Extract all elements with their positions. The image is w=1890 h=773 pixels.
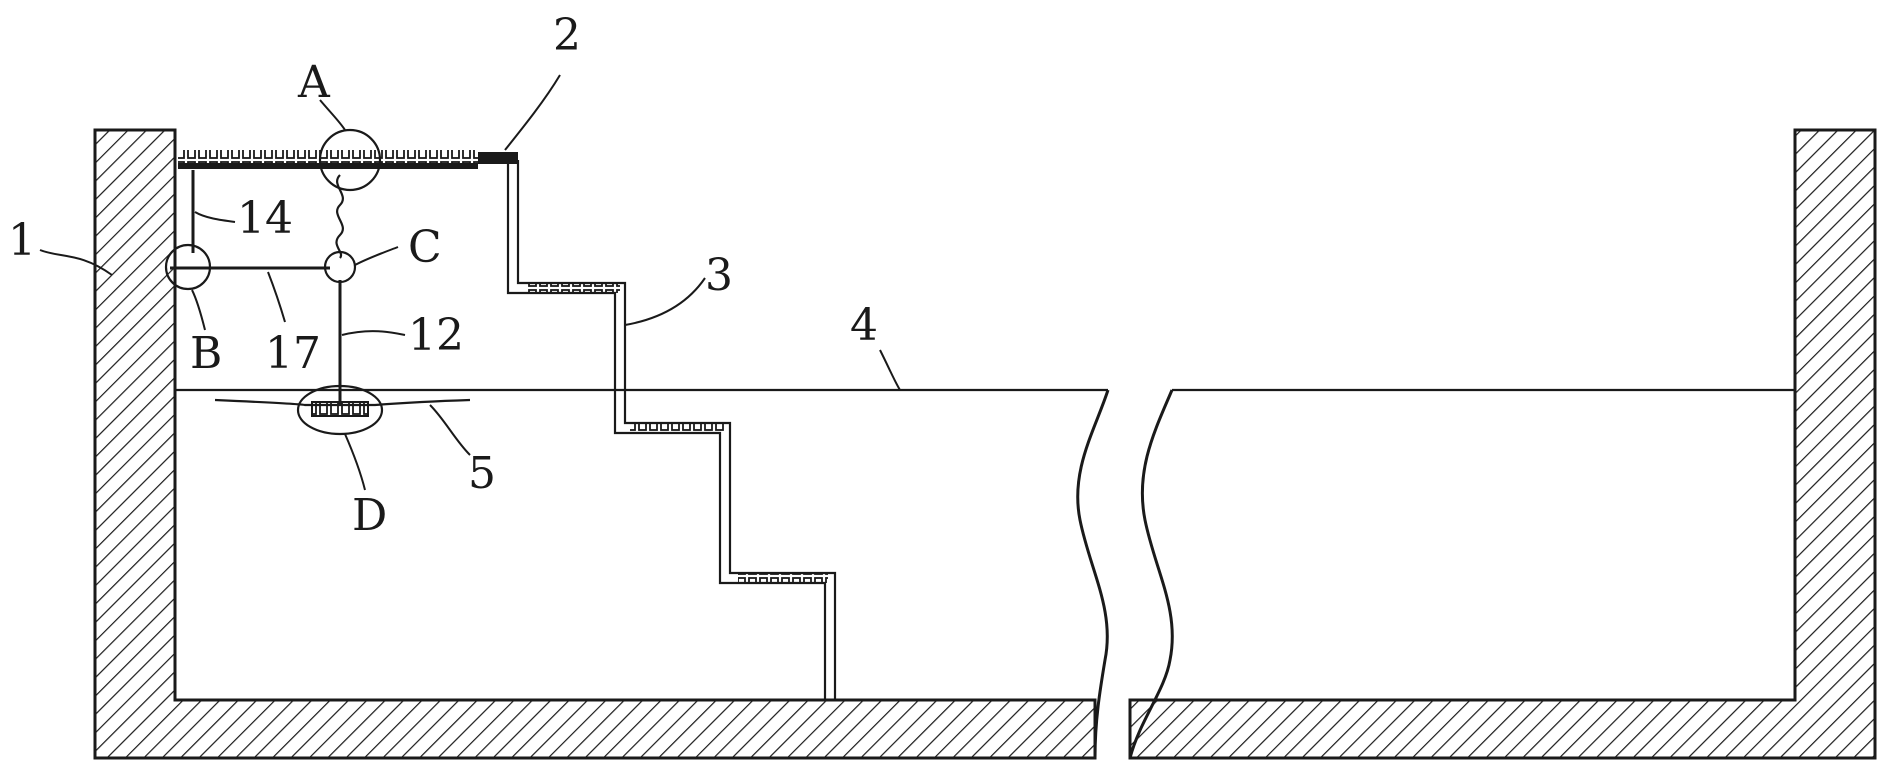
step-tread-1 — [528, 283, 620, 293]
pool-wall — [95, 130, 1875, 758]
label-12: 12 — [408, 310, 464, 361]
leader-17 — [268, 272, 285, 322]
label-A: A — [297, 57, 331, 108]
leader-D — [345, 434, 365, 490]
label-4: 4 — [850, 300, 878, 351]
label-17: 17 — [265, 328, 321, 379]
label-1: 1 — [8, 215, 36, 266]
label-C: C — [408, 222, 442, 273]
leader-4 — [880, 350, 900, 390]
leader-C — [355, 247, 398, 265]
pool-wall-right-section — [1130, 130, 1875, 758]
float-body — [312, 402, 368, 416]
step-tread-2 — [630, 423, 725, 433]
leader-3 — [625, 278, 705, 325]
label-D: D — [352, 490, 387, 541]
label-14: 14 — [237, 193, 293, 244]
leader-14 — [195, 212, 235, 222]
label-2: 2 — [553, 10, 581, 61]
leader-12 — [342, 331, 405, 335]
label-5: 5 — [468, 448, 496, 499]
stepped-ramp — [508, 160, 835, 700]
leader-2 — [505, 75, 560, 150]
step-tread-3 — [738, 573, 828, 583]
leader-B — [192, 290, 205, 330]
label-3: 3 — [705, 250, 733, 301]
leader-5 — [430, 405, 470, 455]
top-rack — [178, 150, 518, 169]
label-B: B — [190, 328, 222, 379]
